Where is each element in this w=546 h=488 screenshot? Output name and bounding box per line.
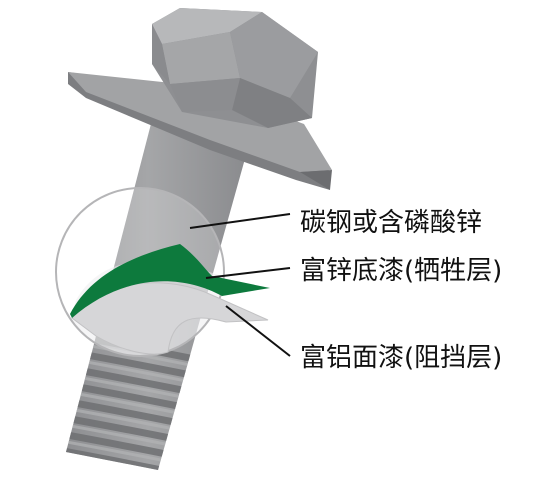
label-substrate: 碳钢或含磷酸锌 <box>300 210 482 236</box>
label-aluminum-topcoat: 富铝面漆(阻挡层) <box>300 345 502 371</box>
callout-line-aluminum <box>226 306 290 356</box>
label-zinc-primer: 富锌底漆(牺牲层) <box>300 258 502 284</box>
